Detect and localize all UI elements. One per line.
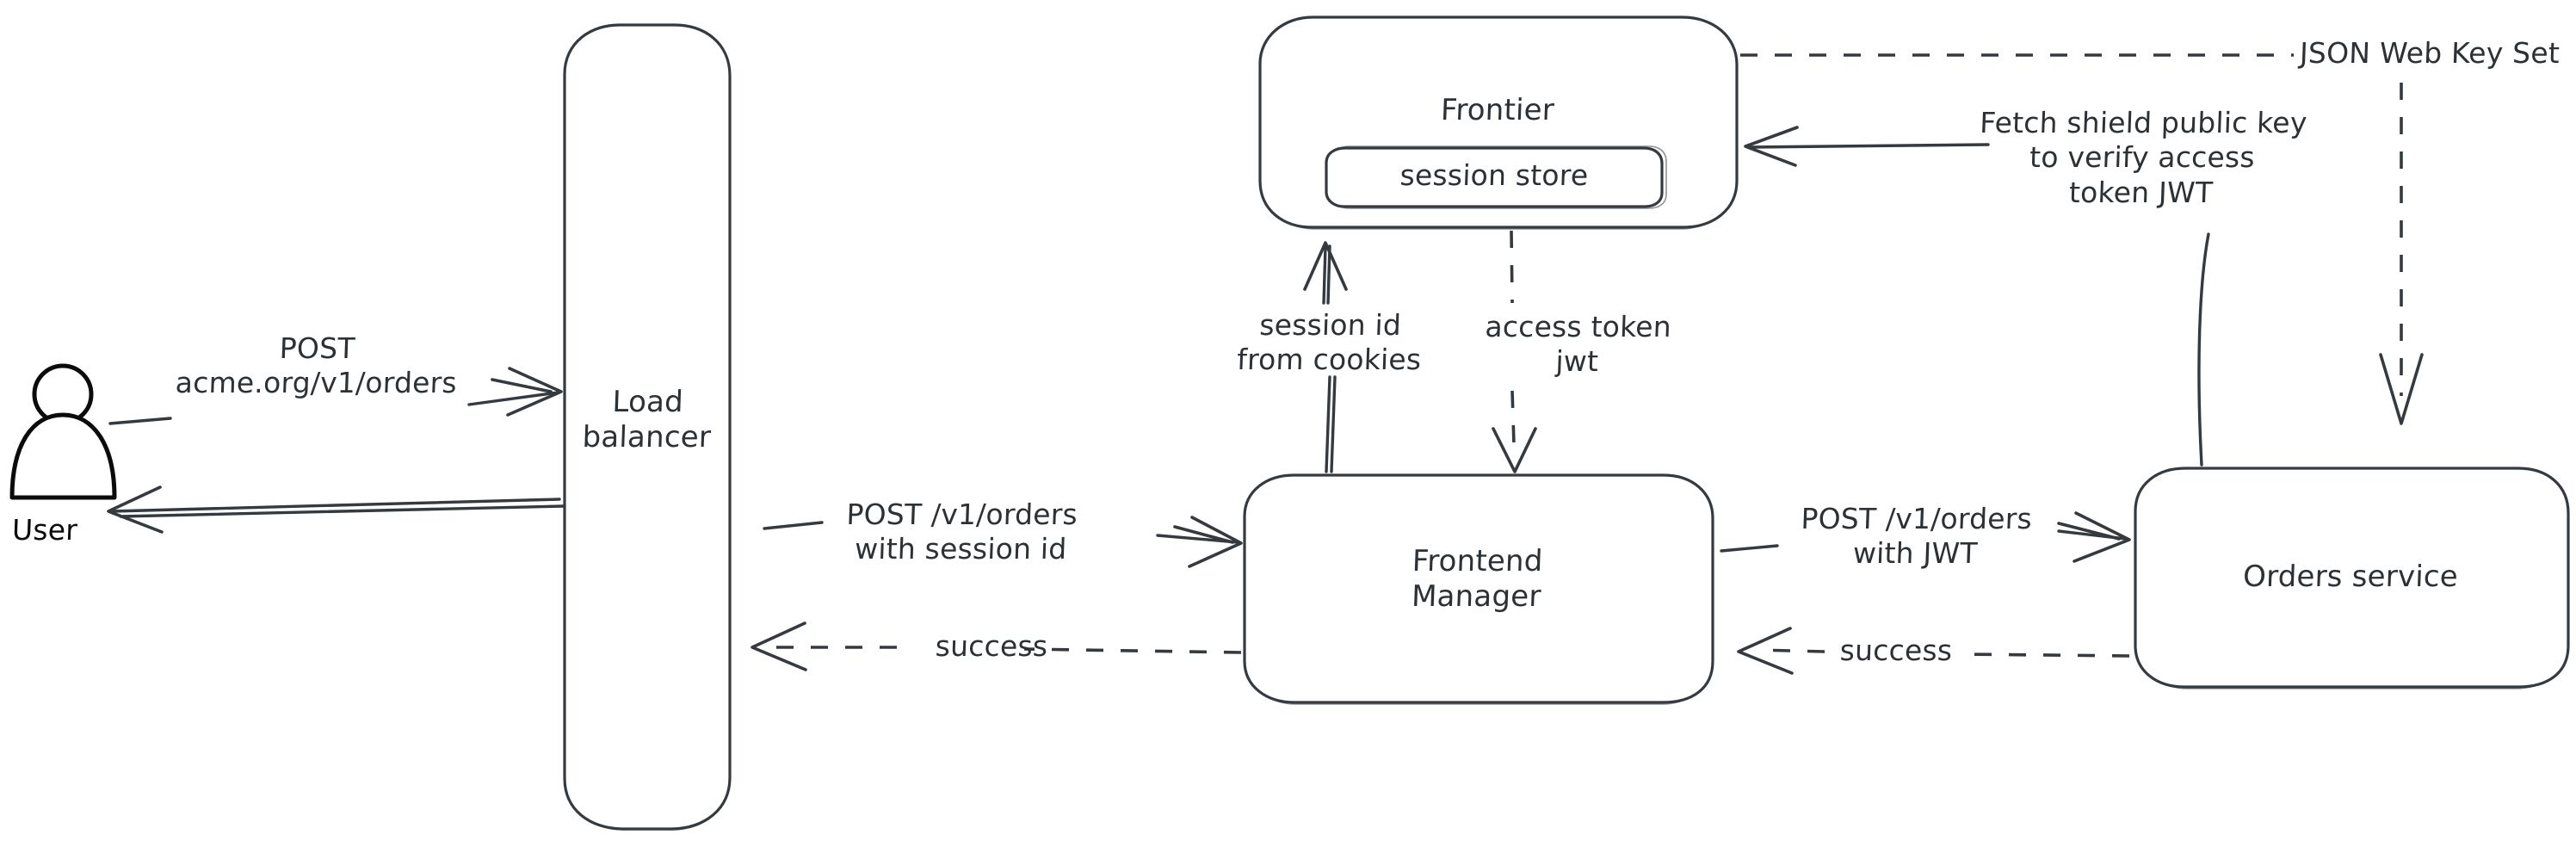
- edge-frontend-manager-to-frontier-line: [1303, 241, 1348, 473]
- edge-label-load-balancer-to-frontend-manager: POST /v1/orders with session id: [844, 498, 1078, 567]
- edge-label-frontier-to-frontend-manager-text: access token jwt: [1484, 310, 1672, 379]
- frontend-manager-label-text: Frontend Manager: [1411, 544, 1544, 615]
- load-balancer-shape[interactable]: [563, 23, 732, 831]
- user-actor-label: User: [11, 513, 78, 547]
- edge-frontier-to-orders-service-line: [1740, 53, 2424, 425]
- edge-label-frontend-manager-to-load-balancer-text: success: [935, 629, 1048, 663]
- orders-service-label-text: Orders service: [2242, 560, 2459, 594]
- edge-frontier-to-frontend-manager-line: [1492, 230, 1537, 473]
- edge-load-balancer-to-user-line: [107, 485, 565, 534]
- frontend-manager-shape[interactable]: [1243, 473, 1714, 705]
- edge-label-orders-service-to-frontend-manager-text: success: [1839, 634, 1953, 667]
- edge-orders-service-to-frontier-line: [1744, 126, 2210, 467]
- session-store-shape[interactable]: [1325, 145, 1667, 209]
- edge-label-user-to-load-balancer-text: POST acme.org/v1/orders: [175, 331, 458, 400]
- orders-service-shape[interactable]: [2134, 467, 2570, 689]
- edge-orders-service-to-frontend-manager-line: [1737, 627, 2130, 675]
- edge-label-orders-service-to-frontend-manager: success: [1839, 634, 1953, 668]
- edge-label-frontend-manager-to-load-balancer: success: [935, 629, 1048, 664]
- edge-user-to-load-balancer-line: [108, 367, 563, 425]
- edge-label-orders-service-to-frontier-text: Fetch shield public key to verify access…: [1979, 106, 2308, 209]
- load-balancer-label-text: Load balancer: [581, 385, 712, 455]
- edge-load-balancer-to-frontend-manager-line: [763, 516, 1243, 568]
- edge-label-frontend-manager-to-frontier-text: session id from cookies: [1236, 308, 1422, 377]
- load-balancer-label: Load balancer: [582, 385, 713, 456]
- edge-label-orders-service-to-frontier: Fetch shield public key to verify access…: [1977, 106, 2308, 210]
- edge-label-frontend-manager-to-frontier: session id from cookies: [1237, 308, 1424, 378]
- user-body-icon: [9, 412, 117, 500]
- session-store-label-text: session store: [1399, 158, 1590, 192]
- edge-frontend-manager-to-load-balancer-line: [751, 621, 1242, 671]
- edge-label-user-to-load-balancer: POST acme.org/v1/orders: [175, 331, 459, 401]
- edge-label-frontend-manager-to-orders-service-text: POST /v1/orders with JWT: [1800, 502, 2033, 571]
- edge-frontend-manager-to-orders-service-line: [1720, 511, 2131, 563]
- edge-label-load-balancer-to-frontend-manager-text: POST /v1/orders with session id: [845, 498, 1078, 566]
- edge-label-frontend-manager-to-orders-service: POST /v1/orders with JWT: [1799, 502, 2033, 572]
- session-store-label: session store: [1399, 158, 1589, 193]
- frontier-label: Frontier: [1440, 93, 1554, 128]
- edge-label-frontier-to-orders-service-text: JSON Web Key Set: [2299, 36, 2561, 70]
- frontier-label-text: Frontier: [1440, 93, 1555, 127]
- edge-label-frontier-to-orders-service: JSON Web Key Set: [2299, 36, 2560, 71]
- orders-service-label: Orders service: [2242, 560, 2458, 595]
- edge-label-frontier-to-frontend-manager: access token jwt: [1483, 310, 1672, 380]
- user-actor-glyph: [9, 363, 117, 500]
- frontend-manager-label: Frontend Manager: [1411, 544, 1544, 615]
